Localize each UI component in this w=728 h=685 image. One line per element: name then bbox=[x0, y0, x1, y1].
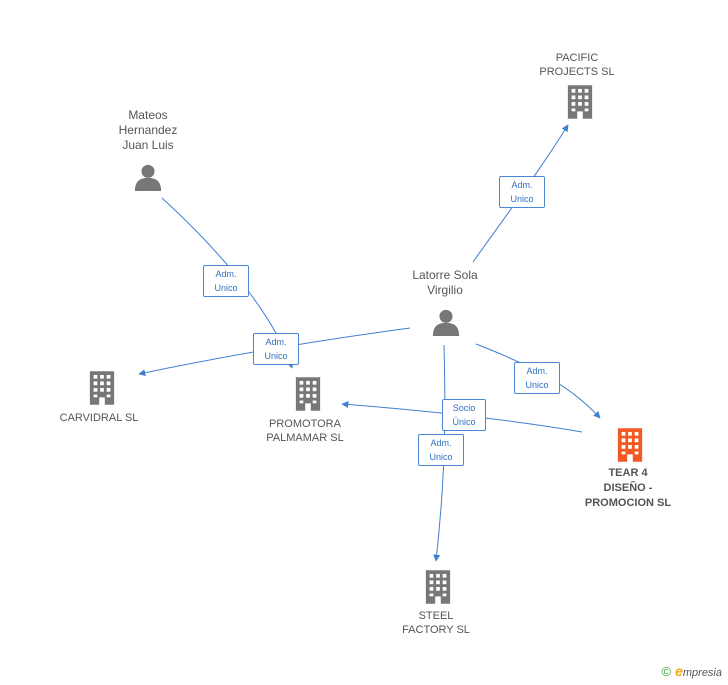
node-label-latorre[interactable]: Latorre Sola Virgilio bbox=[412, 268, 478, 297]
building-icon-pacific[interactable] bbox=[567, 85, 593, 119]
person-icon-latorre[interactable] bbox=[432, 309, 460, 336]
node-label-mateos[interactable]: Mateos Hernandez Juan Luis bbox=[118, 108, 178, 152]
brand-logo[interactable]: empresia bbox=[675, 663, 722, 679]
edge-label-socio-unico: Socio Único bbox=[442, 399, 486, 431]
building-icon-steel[interactable] bbox=[425, 570, 451, 604]
node-label-promotora[interactable]: PROMOTORA PALMAMAR SL bbox=[266, 418, 344, 444]
edge-label-adm-unico: Adm. Unico bbox=[418, 434, 464, 466]
node-label-pacific[interactable]: PACIFIC PROJECTS SL bbox=[539, 52, 615, 78]
building-icon-tear4[interactable] bbox=[617, 428, 643, 462]
building-icon-promotora[interactable] bbox=[295, 377, 321, 411]
building-icon-carvidral[interactable] bbox=[89, 371, 115, 405]
person-icon-mateos[interactable] bbox=[134, 164, 162, 191]
node-label-steel[interactable]: STEEL FACTORY SL bbox=[402, 610, 470, 636]
edge-label-adm-unico: Adm. Unico bbox=[514, 362, 560, 394]
edge-label-adm-unico: Adm. Unico bbox=[203, 265, 249, 297]
node-label-carvidral[interactable]: CARVIDRAL SL bbox=[59, 412, 139, 424]
node-label-tear4[interactable]: TEAR 4 DISEÑO - PROMOCION SL bbox=[584, 467, 672, 509]
edge-label-adm-unico: Adm. Unico bbox=[253, 333, 299, 365]
footer-brand: © empresia bbox=[661, 663, 722, 679]
copyright-icon: © bbox=[661, 663, 672, 679]
edge-label-adm-unico: Adm. Unico bbox=[499, 176, 545, 208]
